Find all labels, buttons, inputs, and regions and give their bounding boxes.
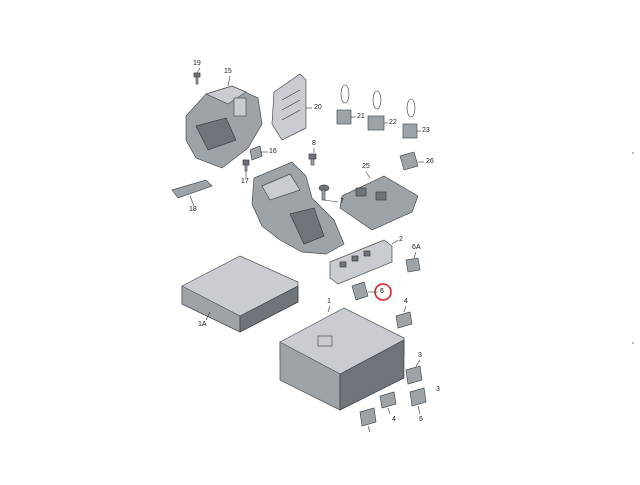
- label-18: 18: [189, 206, 197, 213]
- central-bracket[interactable]: [251, 161, 345, 255]
- part-26-relay[interactable]: [399, 151, 419, 171]
- label-19: 19: [193, 60, 201, 67]
- part-2-fuse-holder[interactable]: [329, 239, 393, 285]
- label-3-upper: 3: [418, 352, 422, 359]
- label-20: 20: [314, 104, 322, 111]
- part-1A-control-module[interactable]: [181, 255, 299, 333]
- part-22-connector[interactable]: [367, 90, 385, 131]
- label-21: 21: [357, 113, 365, 120]
- part-3-relay-upper[interactable]: [405, 365, 423, 385]
- part-19-screw[interactable]: [193, 72, 201, 85]
- label-5: 5: [419, 416, 423, 423]
- label-16: 16: [269, 148, 277, 155]
- label-22: 22: [389, 119, 397, 126]
- label-3-lower: 3: [436, 386, 440, 393]
- part-20-cover[interactable]: [271, 73, 307, 141]
- label-2: 2: [399, 236, 403, 243]
- part-15-fuse-box-housing[interactable]: [185, 85, 263, 169]
- label-1: 1: [327, 298, 331, 305]
- label-25: 25: [362, 163, 370, 170]
- label-6A: 6A: [412, 244, 421, 251]
- part-5-relay[interactable]: [359, 407, 377, 427]
- part-4-relay-upper[interactable]: [395, 311, 413, 329]
- label-4-upper: 4: [404, 298, 408, 305]
- label-1A: 1A: [198, 321, 207, 328]
- part-23-connector[interactable]: [402, 98, 418, 139]
- label-17: 17: [241, 178, 249, 185]
- label-4-lower: 4: [392, 416, 396, 423]
- leader-lines: [189, 67, 424, 433]
- part-4-relay-lower[interactable]: [379, 391, 397, 409]
- label-8: 8: [312, 140, 316, 147]
- part-18-relay-strip[interactable]: [171, 179, 213, 199]
- part-16-clip[interactable]: [249, 145, 263, 161]
- label-26: 26: [426, 158, 434, 165]
- edge-mark: [632, 342, 634, 344]
- label-23: 23: [422, 127, 430, 134]
- part-17-bolt[interactable]: [242, 159, 250, 172]
- part-3-relay-lower[interactable]: [409, 387, 427, 407]
- part-7-bolt[interactable]: [318, 184, 330, 201]
- label-6: 6: [380, 288, 384, 295]
- part-6-relay[interactable]: [351, 281, 369, 301]
- part-21-connector[interactable]: [336, 84, 352, 125]
- part-1-relay-box[interactable]: [279, 307, 405, 411]
- part-25-relay-carrier[interactable]: [339, 175, 419, 231]
- label-15: 15: [224, 68, 232, 75]
- part-6A-relay[interactable]: [405, 257, 421, 273]
- edge-mark: [632, 152, 634, 154]
- label-7: 7: [340, 198, 344, 205]
- part-8-fastener[interactable]: [308, 153, 317, 166]
